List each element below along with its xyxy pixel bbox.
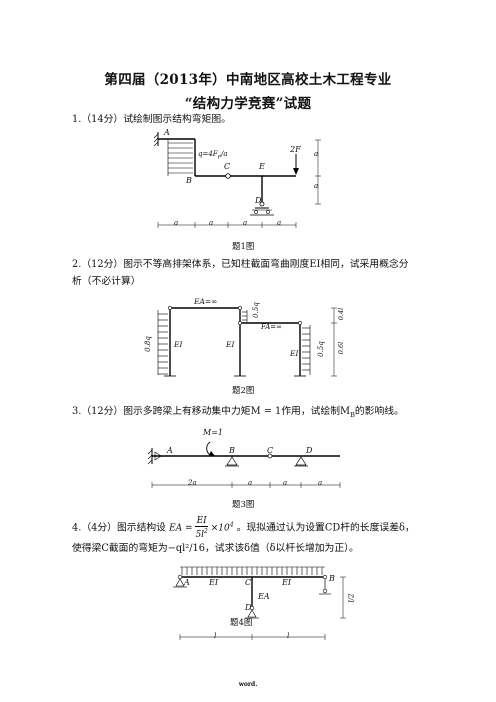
fig3-label-A: A [167,446,173,455]
figure-1 [153,132,321,228]
fig4-label-A: A [184,578,190,587]
question-3-text: 3.（12分）图示多跨梁上有移动集中力矩M = 1作用，试绘制MB的影响线。 [72,406,404,419]
fig4-label-D: D [245,603,252,612]
figure-1-caption: 题1图 [232,242,255,252]
fig2-ea-top: EA=∞ [194,297,218,306]
fig3-label-B: B [229,446,235,455]
fig2-ei-mid: EI [226,340,235,349]
fig4-dim-1: l [214,631,217,640]
fig4-dim-height: l/2 [347,593,356,603]
question-2-text-line2: 析（不必计算） [72,276,141,287]
fig1-label-B: B [186,176,192,185]
footer-text: word. [238,681,258,688]
fig4-dim-2: l [287,631,290,640]
figure-3 [147,441,341,488]
fig2-ea-right: FA=∞ [261,323,282,331]
fig2-ei-right: EI [290,349,299,358]
fig4-label-B: B [329,574,335,583]
fig3-dim-2: a [248,479,253,487]
fig2-q-left: 0.8q [143,336,152,352]
fig3-dim-1: 2a [188,479,197,487]
fig1-dim-bottom-3: a [243,219,248,227]
fig3-dim-4: a [318,479,323,487]
figure-4 [173,566,346,640]
fig4-label-C: C [245,578,252,587]
fig4-label-EI2: EI [282,578,291,587]
figure-2 [157,306,337,377]
fig4-label-EI1: EI [209,578,218,587]
figure-3-caption: 题3图 [232,500,255,510]
question-1-text: 1.（14分）试绘制图示结构弯矩图。 [72,114,231,125]
fig1-dim-bottom-1: a [174,219,179,227]
fig1-load-label: q=4FP/a [198,150,228,161]
fig3-moment-label: M=1 [203,428,223,437]
fig1-dim-right-1: a [314,150,319,158]
fig2-q-right: 0.5q [316,341,325,357]
fig1-label-A: A [164,128,170,137]
fig3-label-D: D [306,446,313,455]
exam-subtitle: “结构力学竞赛”试题 [184,96,312,112]
fig1-label-C: C [224,162,231,171]
figure-2-caption: 题2图 [232,386,255,396]
question-2-text-line1: 2.（12分）图示不等高排架体系，已知柱截面弯曲刚度EI相同，试采用概念分 [72,259,409,270]
fig3-label-C: C [267,446,274,455]
fig1-dim-right-2: a [314,182,319,190]
fig2-q-mid: 0.5q [251,302,260,318]
fig1-label-E: E [259,162,265,171]
fig1-dim-bottom-2: a [209,219,214,227]
fig1-label-D: D [255,196,262,205]
fig3-dim-3: a [283,479,288,487]
figure-4-caption: 题4图 [230,618,253,628]
fig2-dim-06: 0.6l [337,341,346,355]
fig4-label-EA: EA [258,592,270,601]
question-4-text-line2: 使得梁C截面的弯矩为−ql²/16，试求该δ值（δ以杆长增加为正）。 [72,543,359,554]
exam-title: 第四届（2013年）中南地区高校土木工程专业 [104,72,392,88]
fig2-dim-04: 0.4l [337,307,346,321]
fig1-force-label: 2F [290,145,301,154]
fig2-ei-left: EI [174,340,183,349]
fig1-dim-bottom-4: a [277,219,282,227]
